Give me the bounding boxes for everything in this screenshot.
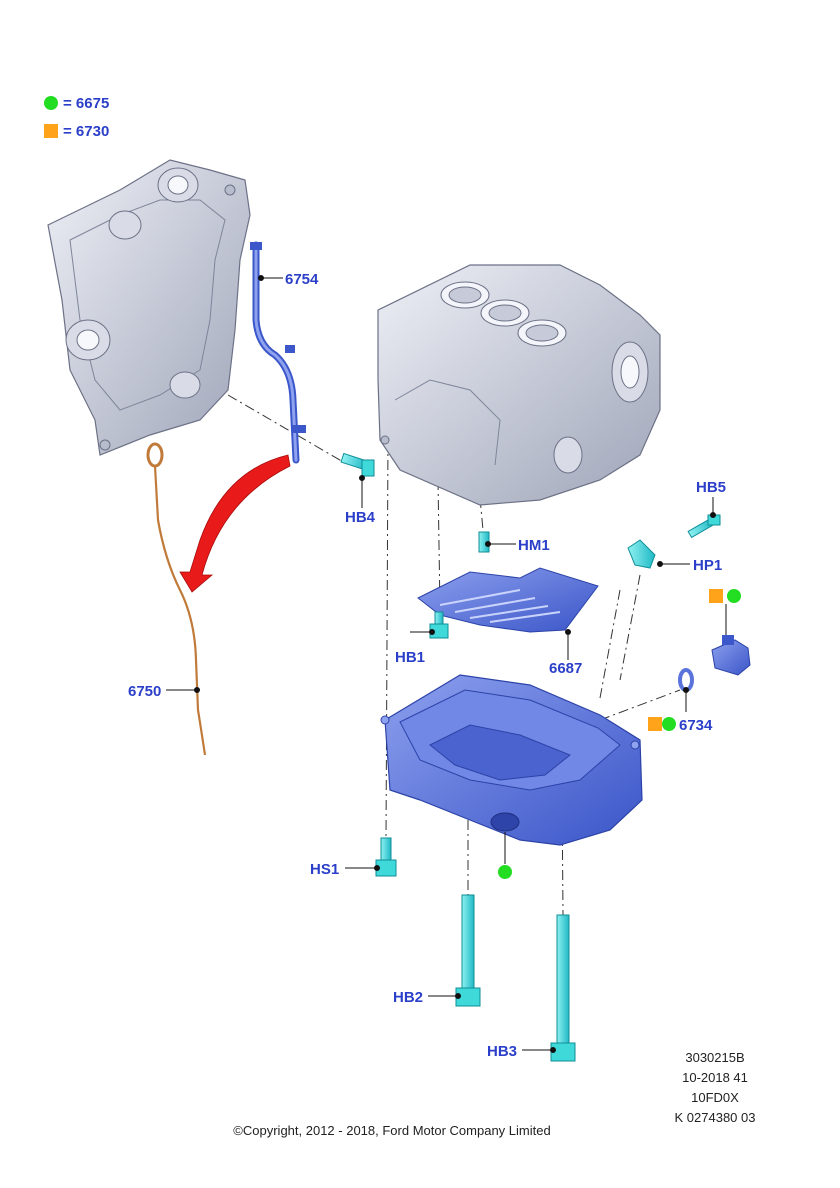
callout-hs1: HS1 [310, 861, 339, 878]
oil-pan [380, 674, 643, 846]
green-circle-icon [727, 589, 741, 603]
oil-pressure-switch [627, 539, 656, 569]
red-arrow-icon [179, 454, 291, 593]
cylinder-block [377, 264, 661, 506]
bolt-hs1 [375, 837, 397, 877]
bolt-hb5 [687, 514, 721, 539]
callout-6734: 6734 [679, 717, 713, 734]
legend-orange-square-icon [44, 124, 58, 138]
legend: = 6675 = 6730 [44, 95, 109, 140]
callout-hb1: HB1 [395, 649, 425, 666]
callout-hb4: HB4 [345, 509, 376, 526]
reference-line: 3030215B [685, 1050, 745, 1065]
timing-cover [47, 159, 251, 456]
callout-6687: 6687 [549, 660, 582, 677]
bolt-hb3 [550, 914, 576, 1062]
legend-green-text: = 6675 [63, 95, 109, 112]
part-markers [498, 589, 741, 879]
green-circle-icon [498, 865, 512, 879]
dipstick [146, 442, 207, 756]
orange-square-icon [648, 717, 662, 731]
callout-6750: 6750 [128, 683, 161, 700]
reference-line: 10FD0X [691, 1090, 739, 1105]
fasteners [340, 452, 721, 1062]
callout-hm1: HM1 [518, 537, 550, 554]
reference-line: 10-2018 41 [682, 1070, 748, 1085]
legend-orange-text: = 6730 [63, 123, 109, 140]
callout-hb2: HB2 [393, 989, 423, 1006]
bolt-hb2 [455, 894, 481, 1007]
green-circle-icon [662, 717, 676, 731]
callout-6754: 6754 [285, 271, 319, 288]
baffle-plate [417, 567, 599, 633]
legend-green-circle-icon [44, 96, 58, 110]
drain-plug [711, 635, 751, 676]
copyright-notice: ©Copyright, 2012 - 2018, Ford Motor Comp… [233, 1123, 551, 1138]
leader-lines [166, 275, 716, 1053]
reference-line: K 0274380 03 [674, 1110, 756, 1125]
callout-hp1: HP1 [693, 557, 722, 574]
dipstick-tube [250, 241, 306, 464]
callout-labels: 6754 HB4 HM1 HB5 HP1 HB1 6687 6750 6734 … [128, 271, 726, 1060]
bolt-hb1 [429, 611, 449, 639]
callout-hb3: HB3 [487, 1043, 517, 1060]
bolt-hb4 [340, 452, 375, 477]
orange-square-icon [709, 589, 723, 603]
reference-block: 3030215B 10-2018 41 10FD0X K 0274380 03 [640, 1048, 790, 1128]
callout-hb5: HB5 [696, 479, 726, 496]
